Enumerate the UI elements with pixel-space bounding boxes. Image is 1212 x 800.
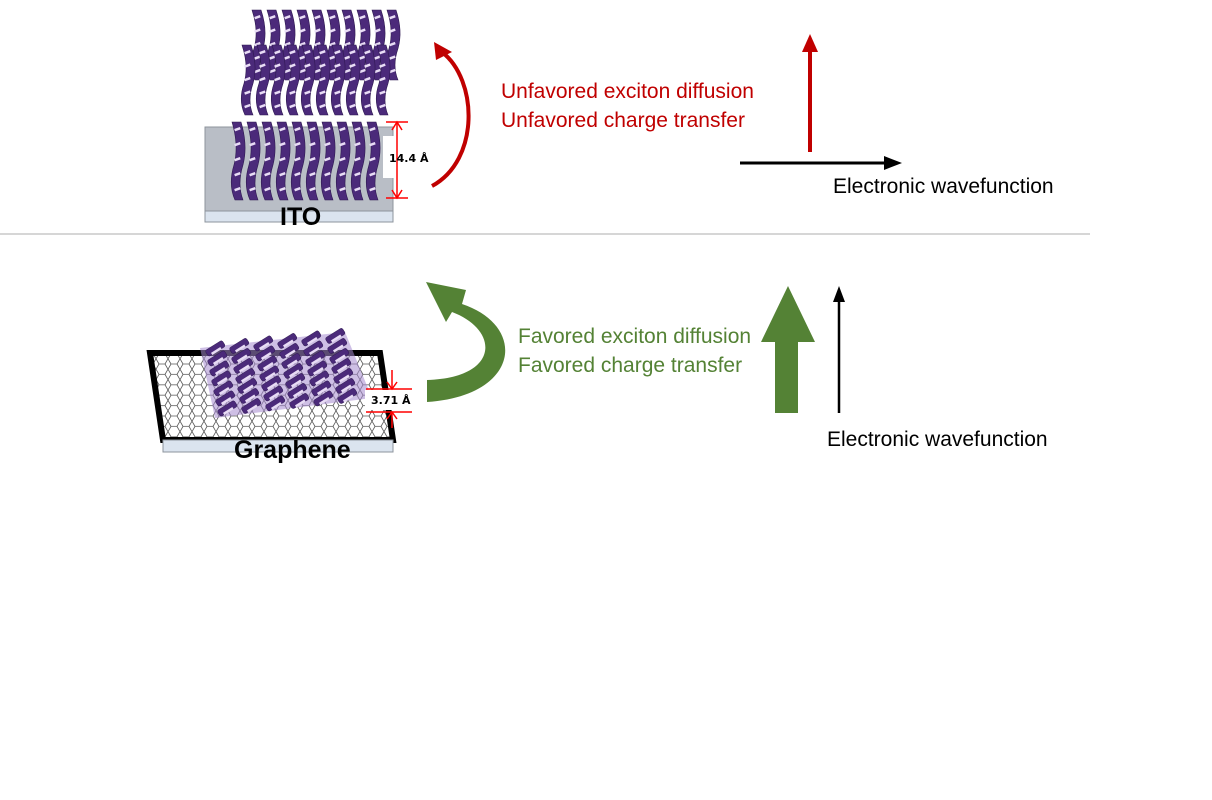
favored-effect-line-1: Favored exciton diffusion bbox=[518, 325, 752, 348]
unfavored-effect-line-2: Unfavored charge transfer bbox=[501, 109, 745, 132]
ito-molecule-stack bbox=[230, 9, 401, 201]
bottom-vertical-axis-arrow bbox=[833, 286, 845, 413]
ito-spacing-marker bbox=[383, 120, 429, 200]
graphene-molecule-stack bbox=[200, 328, 372, 418]
favored-curved-arrow bbox=[426, 282, 506, 402]
graphene-spacing-marker bbox=[365, 370, 412, 428]
bottom-axis-label: Electronic wavefunction bbox=[827, 428, 1048, 451]
unfavored-curved-arrow bbox=[431, 42, 471, 188]
favored-effect-line-2: Favored charge transfer bbox=[518, 354, 743, 377]
top-horizontal-axis-arrow bbox=[740, 156, 902, 170]
favored-wavefunction-arrow bbox=[761, 286, 815, 413]
graphene-spacing-label: 3.71 Å bbox=[371, 394, 411, 407]
ito-spacing-label: 14.4 Å bbox=[389, 152, 429, 165]
top-axis-label: Electronic wavefunction bbox=[833, 175, 1054, 198]
unfavored-effect-line-1: Unfavored exciton diffusion bbox=[501, 80, 754, 103]
unfavored-wavefunction-arrow bbox=[802, 34, 818, 152]
graphene-label: Graphene bbox=[234, 436, 351, 464]
ito-label: ITO bbox=[280, 203, 322, 231]
